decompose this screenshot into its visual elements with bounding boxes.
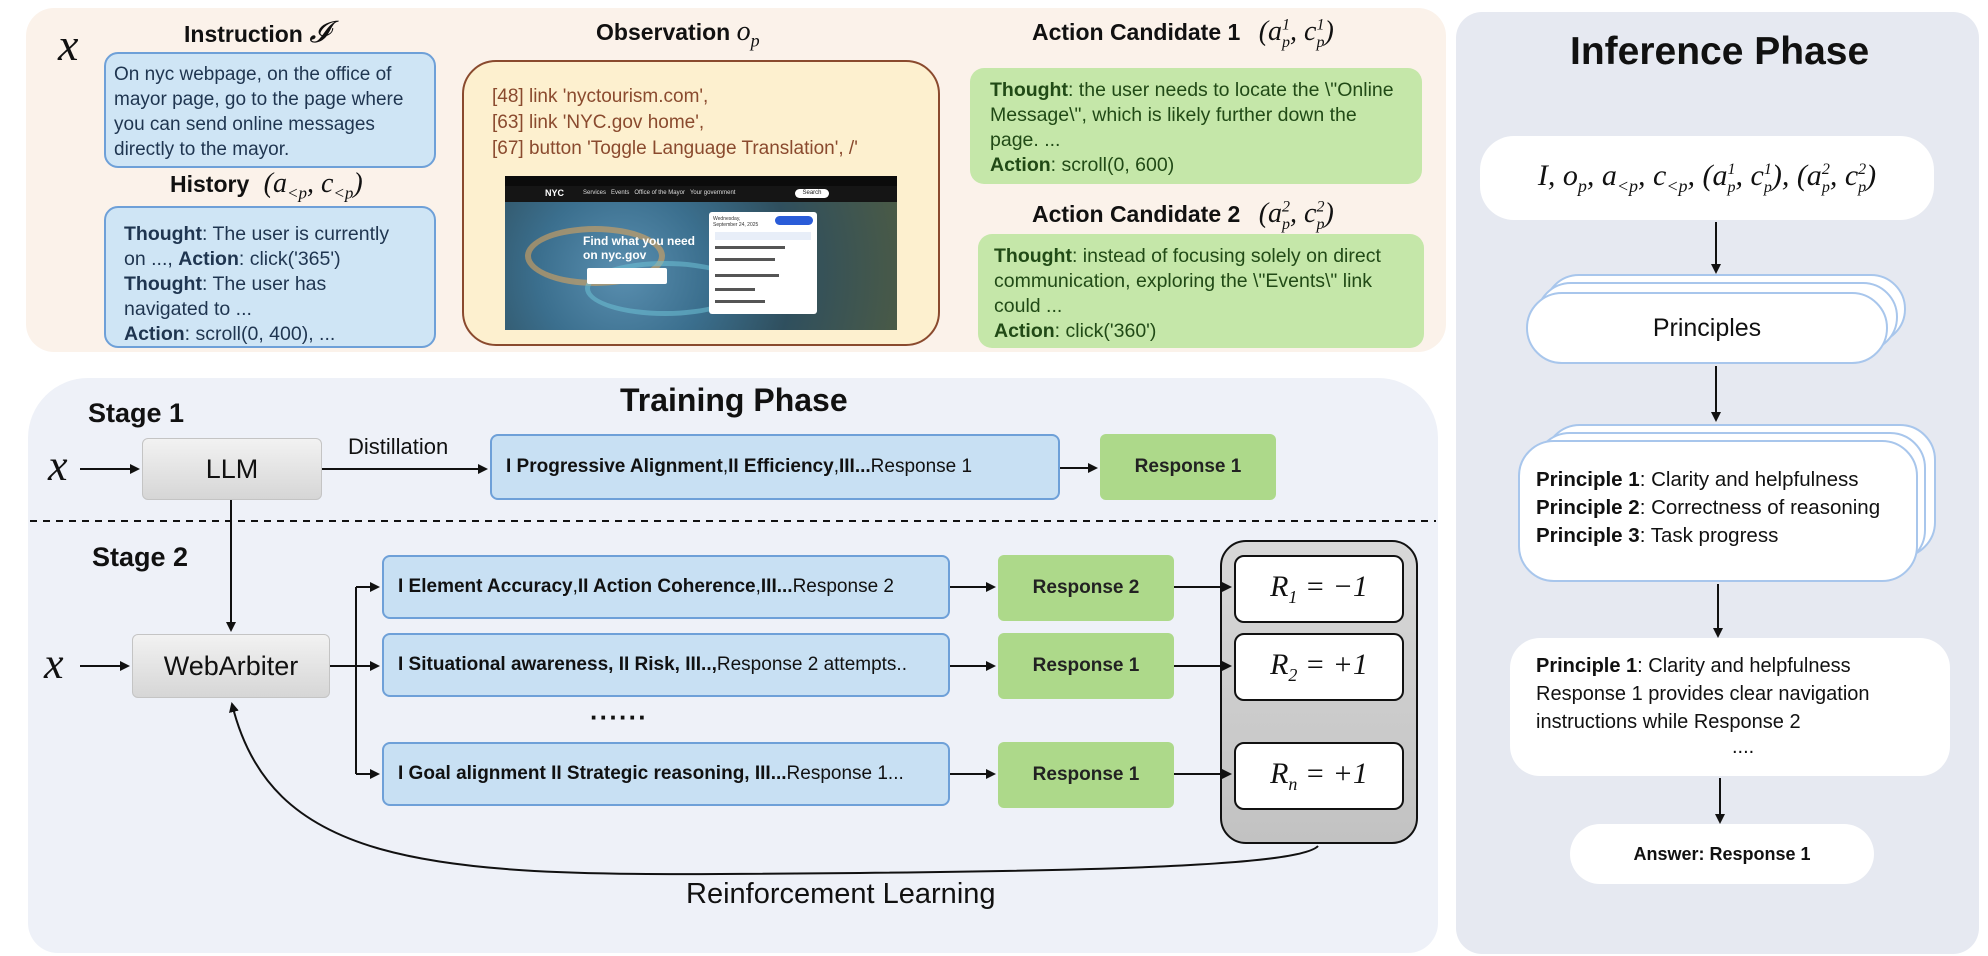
stage1-principles-box: I Progressive Alignment, II Efficiency, … <box>490 434 1060 500</box>
llm-box: LLM <box>142 438 322 500</box>
x-symbol-top: x <box>58 19 79 70</box>
rl-feedback-curve <box>229 702 1319 876</box>
screenshot-headline: Find what you need on nyc.gov <box>583 234 696 262</box>
x-symbol-stage2: x <box>44 639 64 688</box>
principle-item-1: Principle 1: Clarity and helpfulness <box>1536 468 1859 491</box>
candidate1-action: Action: scroll(0, 600) <box>990 154 1175 176</box>
history-line-4: navigated to ... <box>124 298 252 320</box>
instruction-title: Instruction 𝓘 <box>184 16 330 49</box>
distillation-label: Distillation <box>348 434 449 459</box>
stage2-response-1: Response 2 <box>998 555 1174 621</box>
history-line-2: on ..., Action: click('365') <box>124 248 341 270</box>
stage1-response-box: Response 1 <box>1100 434 1276 500</box>
judgement-card: Principle 1: Clarity and helpfulness Res… <box>1510 638 1950 776</box>
screenshot-date: Wednesday, September 24, 2025 <box>713 216 759 228</box>
candidate1-title: Action Candidate 1 (a1p, c1p) <box>1032 16 1334 51</box>
screenshot-search-button: Search <box>795 189 829 198</box>
reward-n: Rn = +1 <box>1234 742 1404 810</box>
candidate2-thought: Thought: instead of focusing solely on d… <box>994 245 1381 317</box>
stage2-label: Stage 2 <box>92 542 189 572</box>
principle-item-2: Principle 2: Correctness of reasoning <box>1536 496 1881 519</box>
stage2-response-n: Response 1 <box>998 742 1174 808</box>
screenshot-nav: Services Events Office of the Mayor Your… <box>583 190 736 196</box>
candidate2-title: Action Candidate 2 (a2p, c2p) <box>1032 198 1334 233</box>
x-symbol-stage1: x <box>48 441 68 490</box>
judgement-line-1: Response 1 provides clear navigation <box>1536 683 1870 705</box>
webpage-screenshot: NYC Services Events Office of the Mayor … <box>505 176 897 330</box>
judgement-line-2: instructions while Response 2 <box>1536 711 1801 733</box>
reward-2: R2 = +1 <box>1234 633 1404 701</box>
candidate2-box: Thought: instead of focusing solely on d… <box>978 234 1424 348</box>
candidate1-box: Thought: the user needs to locate the \"… <box>970 68 1422 184</box>
observation-line-2: [63] link 'NYC.gov home', <box>492 112 705 133</box>
observation-line-1: [48] link 'nyctourism.com', <box>492 86 709 107</box>
judgement-line-3: .... <box>1732 736 1755 758</box>
stage2-principles-row-2: I Situational awareness, II Risk, III..,… <box>382 633 950 697</box>
observation-title: Observation op <box>596 16 760 51</box>
webarbiter-box: WebArbiter <box>132 634 330 698</box>
stage2-principles-row-3: I Goal alignment II Strategic reasoning,… <box>382 742 950 806</box>
nyc-logo: NYC <box>545 188 565 198</box>
instruction-text: On nyc webpage, on the office of mayor p… <box>114 64 404 160</box>
reward-1: R1 = −1 <box>1234 555 1404 623</box>
principles-card: Principles <box>1526 292 1888 364</box>
training-title: Training Phase <box>620 382 848 418</box>
history-line-1: Thought: The user is currently <box>124 223 390 245</box>
history-title: History (a<p, c<p) <box>170 168 363 203</box>
inference-title: Inference Phase <box>1570 30 1870 73</box>
judgement-principle: Principle 1: Clarity and helpfulness <box>1536 655 1851 677</box>
history-line-5: Action: scroll(0, 400), ... <box>124 323 336 345</box>
stage2-response-2: Response 1 <box>998 633 1174 699</box>
candidate1-thought: Thought: the user needs to locate the \"… <box>990 79 1394 151</box>
history-box: Thought: The user is currently on ..., A… <box>104 206 436 348</box>
stage1-label: Stage 1 <box>88 398 185 428</box>
observation-line-3: [67] button 'Toggle Language Translation… <box>492 138 858 159</box>
principle-list-card: Principle 1: Clarity and helpfulness Pri… <box>1518 440 1918 582</box>
instruction-box: On nyc webpage, on the office of mayor p… <box>104 52 436 168</box>
inference-input: I, op, a<p, c<p, (a1p, c1p), (a2p, c2p) <box>1480 136 1934 220</box>
stage2-principles-row-1: I Element Accuracy, II Action Coherence,… <box>382 555 950 619</box>
answer-pill: Answer: Response 1 <box>1570 824 1874 884</box>
principle-item-3: Principle 3: Task progress <box>1536 524 1779 547</box>
rl-label: Reinforcement Learning <box>686 878 996 910</box>
candidate2-action: Action: click('360') <box>994 320 1157 342</box>
history-line-3: Thought: The user has <box>124 273 327 295</box>
ellipsis: ······ <box>590 702 648 732</box>
